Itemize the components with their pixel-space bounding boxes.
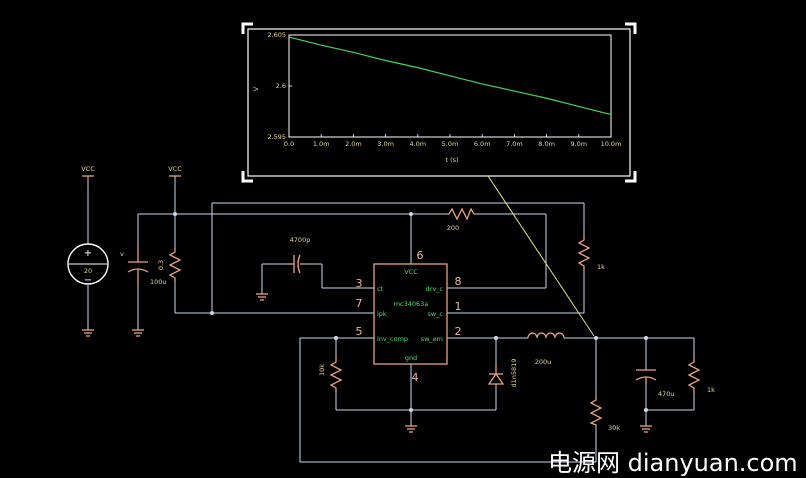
pin-number-7: 7 [356,297,363,310]
pin-number-3: 3 [356,277,363,290]
ic-pin-drv: drv_c [426,285,444,293]
svg-text:0.3: 0.3 [157,260,165,270]
svg-text:470u: 470u [658,390,675,398]
svg-text:1k: 1k [597,263,605,271]
plot-frame [247,28,631,177]
y-axis-ticks: 2.605 2.6 2.595 [267,31,292,141]
svg-text:−: − [84,275,92,286]
svg-text:200: 200 [447,224,459,232]
capacitor-input[interactable]: v 100u [120,246,167,286]
pin-number-4: 4 [412,371,419,384]
x-tick-label: 8.0m [538,140,555,148]
ic-pin-gnd: gnd [405,354,417,362]
resistor-drive[interactable]: 200 [446,207,475,232]
x-axis-label: t (s) [445,156,458,164]
ic-pin-inv: inv_comp [377,335,408,343]
ic-mc34063a[interactable]: VCC ct ipk inv_comp drv_c sw_c sw_em gnd… [356,249,462,384]
waveform-plot: 2.605 2.6 2.595 0.0 1.0m 2.0m 3.0m 4.0m 5.0m 6.0… [241,22,637,183]
corner-top-left [241,22,253,34]
svg-text:100u: 100u [150,278,167,286]
y-tick-label: 2.605 [267,31,286,39]
x-axis-ticks: 0.0 1.0m 2.0m 3.0m 4.0m 5.0m 6.0m 7.0m 8.0m 9.0m 1… [284,134,622,148]
pin-number-2: 2 [455,325,462,338]
watermark-text: 电源网 dianyuan.com [548,449,798,477]
resistor-pullup[interactable]: 1k [577,236,605,271]
x-tick-label: 6.0m [474,140,491,148]
ic-pin-ipk: ipk [377,310,387,318]
ic-pin-vcc: VCC [404,268,418,276]
svg-text:VCC: VCC [168,165,182,173]
svg-text:+: + [84,248,92,259]
x-tick-label: 0.0 [284,140,294,148]
pin-number-1: 1 [455,300,462,313]
svg-text:4700p: 4700p [290,236,311,244]
x-tick-label: 3.0m [377,140,394,148]
svg-text:VCC: VCC [81,165,95,173]
vcc-symbol-mid: VCC [168,165,182,177]
svg-text:10k: 10k [318,364,326,376]
y-axis-label: V [252,86,260,91]
svg-text:1k: 1k [707,386,715,394]
x-tick-label: 10.0m [601,140,622,148]
ground-symbols [82,293,652,433]
voltage-source[interactable]: + − 20 [67,243,109,286]
pin-number-8: 8 [455,275,462,288]
capacitor-output[interactable]: 470u [635,369,675,398]
wires [87,176,695,463]
resistor-feedback-high[interactable]: 30k [589,396,620,432]
ic-pin-ct: ct [377,285,384,293]
corner-bottom-right [625,171,637,183]
inductor[interactable]: 200u [527,332,565,366]
resistor-feedback-low[interactable]: 10k [318,358,343,392]
x-tick-label: 2.0m [345,140,362,148]
resistor-load[interactable]: 1k [687,358,715,394]
probe-line [487,175,595,337]
source-value: 20 [84,267,92,275]
vcc-symbol-left: VCC [81,165,95,177]
x-tick-label: 9.0m [570,140,587,148]
corner-top-right [625,22,637,34]
junctions [173,212,648,412]
y-tick-label: 2.595 [267,133,286,141]
y-tick-label: 2.6 [276,82,286,90]
ic-pin-swc: sw_c [427,310,443,318]
ic-pin-swe: sw_em [421,335,443,343]
corner-bottom-left [241,171,253,183]
x-tick-label: 4.0m [409,140,426,148]
svg-text:30k: 30k [608,424,620,432]
resistor-sense[interactable]: 0.3 [157,248,182,282]
pin-number-6: 6 [417,249,424,262]
svg-text:v: v [120,250,124,258]
ic-name: mc34063a [394,300,429,308]
svg-text:200u: 200u [535,358,552,366]
pin-number-5: 5 [356,325,363,338]
capacitor-timing[interactable]: 4700p [287,236,311,274]
diode-schottky[interactable]: d1n5819 [487,359,518,388]
x-tick-label: 1.0m [313,140,330,148]
svg-text:d1n5819: d1n5819 [510,359,518,388]
x-tick-label: 5.0m [442,140,459,148]
x-tick-label: 7.0m [506,140,523,148]
voltage-series-line [288,36,612,116]
